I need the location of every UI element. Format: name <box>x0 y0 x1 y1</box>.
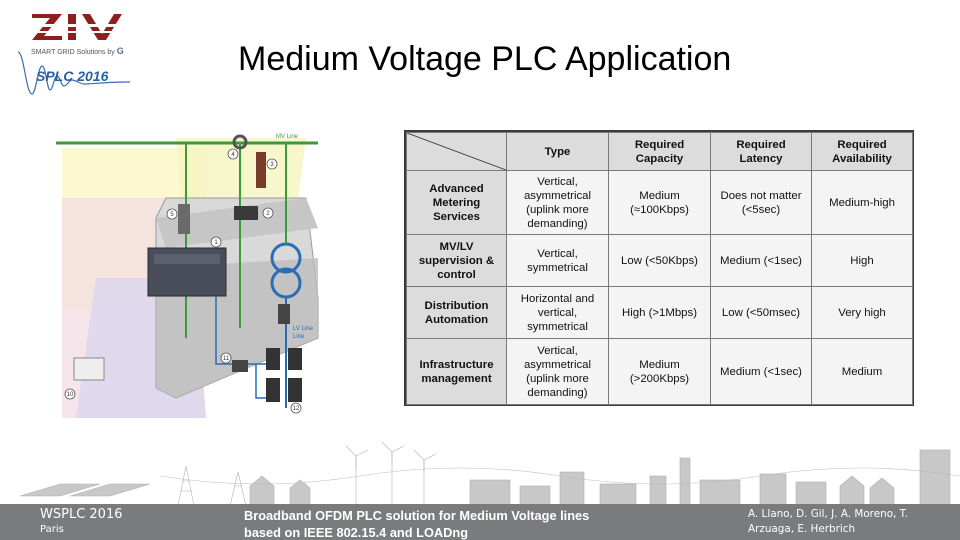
ziv-logo: SMART GRID Solutions by G SPLC 2016 <box>14 8 136 98</box>
latency-cell: Medium (<1sec) <box>710 338 812 405</box>
callout-3: 3 <box>270 162 274 168</box>
footer-authors: A. Llano, D. Gil, J. A. Moreno, T. Arzua… <box>748 508 909 535</box>
availability-cell: High <box>811 234 913 287</box>
logo-tagline-mark: G <box>116 46 124 56</box>
callout-2: 2 <box>266 211 270 217</box>
callout-10: 10 <box>67 392 74 398</box>
callout-12: 12 <box>293 406 300 412</box>
latency-cell: Low (<50msec) <box>710 286 812 339</box>
callout-1: 1 <box>214 240 218 246</box>
capacity-cell: High (>1Mbps) <box>608 286 711 339</box>
mv-line-label: MV Line <box>276 134 299 140</box>
callout-11: 11 <box>223 356 230 362</box>
logo-tagline: SMART GRID Solutions by G <box>31 46 124 56</box>
latency-cell: Does not matter(<5sec) <box>710 170 812 235</box>
lv-line-label-2: Line <box>293 334 305 340</box>
capacity-cell: Low (<50Kbps) <box>608 234 711 287</box>
logo-conference: SPLC 2016 <box>36 68 109 84</box>
footer-conference: WSPLC 2016 <box>40 507 123 522</box>
slide-title: Medium Voltage PLC Application <box>238 40 732 78</box>
waveform-icon <box>17 51 131 95</box>
footer-city: Paris <box>40 524 64 535</box>
capacity-cell: Medium(>200Kbps) <box>608 338 711 405</box>
corner-cell <box>406 132 507 171</box>
callout-5: 5 <box>170 212 174 218</box>
substation-illustration: MV Line LV Line Line 1 2 3 4 5 10 11 <box>56 134 319 418</box>
availability-cell: Medium-high <box>811 170 913 235</box>
city-skyline-icon <box>19 441 960 507</box>
availability-cell: Medium <box>811 338 913 405</box>
footer-bar: WSPLC 2016 Paris Broadband OFDM PLC solu… <box>0 504 960 540</box>
lv-line-label: LV Line <box>293 326 314 332</box>
footer-paper-title: Broadband OFDM PLC solution for Medium V… <box>244 508 590 540</box>
callout-4: 4 <box>231 152 235 158</box>
capacity-cell: Medium(≈100Kbps) <box>608 170 711 235</box>
availability-cell: Very high <box>811 286 913 339</box>
ziv-brand-mark <box>32 14 136 40</box>
type-cell: Vertical,symmetrical <box>506 234 609 287</box>
header-type: Type <box>506 132 609 171</box>
latency-cell: Medium (<1sec) <box>710 234 812 287</box>
